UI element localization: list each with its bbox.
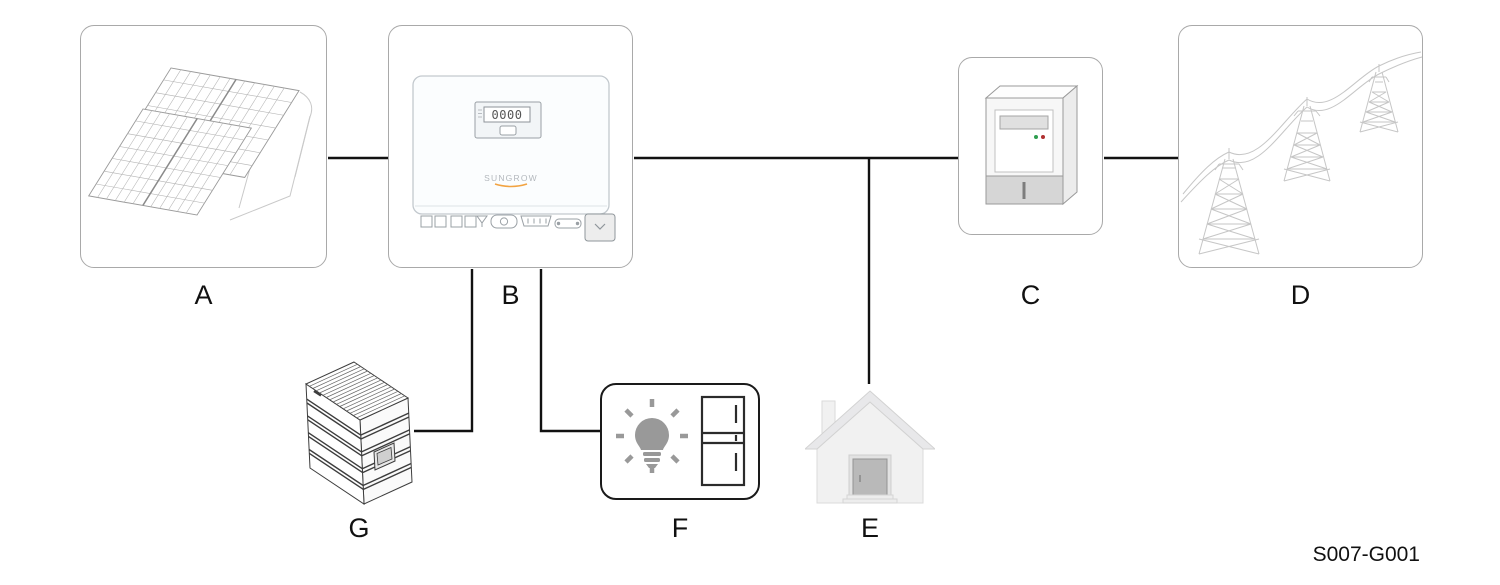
energy-meter-icon	[984, 84, 1079, 206]
box-energy-meter	[958, 57, 1103, 235]
label-inverter: B	[501, 280, 520, 310]
house-icon	[805, 390, 935, 504]
label-battery: G	[348, 513, 370, 543]
meter-led-red	[1041, 135, 1045, 139]
battery-icon	[304, 361, 413, 505]
label-energy-meter: C	[1020, 280, 1041, 310]
label-pv-array: A	[194, 280, 213, 310]
figure-code: S007-G001	[1312, 543, 1420, 566]
box-inverter: 0000 SUNGROW	[388, 25, 633, 268]
label-loads: F	[671, 513, 689, 543]
light-bulb-icon	[616, 399, 688, 473]
refrigerator-icon	[700, 395, 746, 487]
box-power-grid	[1178, 25, 1423, 268]
line-inverter-to-loads	[539, 269, 600, 433]
power-grid-icon	[1180, 51, 1423, 255]
inverter-display-value: 0000	[492, 108, 523, 122]
line-inverter-to-battery	[414, 269, 474, 433]
label-house: E	[860, 513, 879, 543]
label-power-grid: D	[1290, 280, 1311, 310]
pv-array-icon	[87, 67, 313, 221]
loads-icon	[616, 395, 746, 487]
box-pv-array	[80, 25, 327, 268]
meter-led-green	[1034, 135, 1038, 139]
box-loads	[600, 383, 760, 500]
inverter-brand-text: SUNGROW	[484, 173, 538, 183]
inverter-icon: 0000 SUNGROW	[412, 75, 616, 242]
